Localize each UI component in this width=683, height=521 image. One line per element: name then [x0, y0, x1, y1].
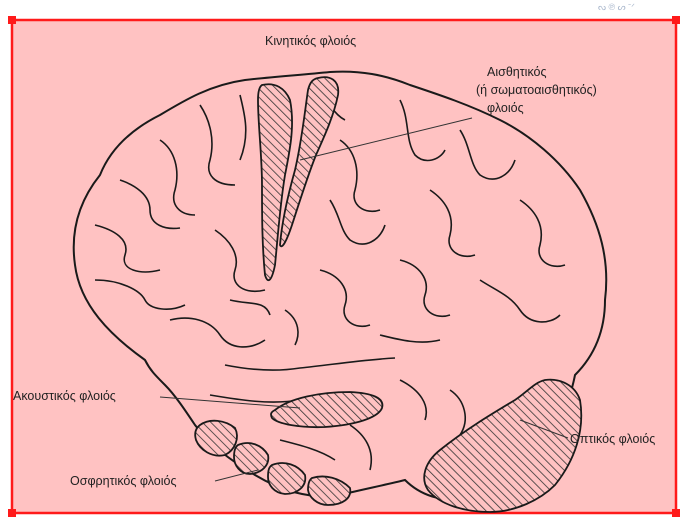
label-visual-cortex: Οπτικός φλοιός	[570, 432, 655, 446]
handle-bottom-right[interactable]	[672, 509, 680, 517]
handle-top-left[interactable]	[8, 16, 16, 24]
corner-snippet: ᔓ ℗ ᔕ ˉᐟ	[598, 2, 635, 12]
label-sensory-cortex-line3: φλοιός	[487, 101, 524, 115]
label-sensory-cortex-line1: Αισθητικός	[487, 65, 547, 79]
label-sensory-cortex-line2: (ή σωματοαισθητικός)	[476, 83, 597, 97]
label-olfactory-cortex: Οσφρητικός φλοιός	[70, 474, 177, 488]
handle-top-right[interactable]	[672, 16, 680, 24]
handle-bottom-left[interactable]	[8, 509, 16, 517]
label-motor-cortex: Κινητικός φλοιός	[265, 34, 356, 48]
label-auditory-cortex: Ακουστικός φλοιός	[13, 389, 116, 403]
